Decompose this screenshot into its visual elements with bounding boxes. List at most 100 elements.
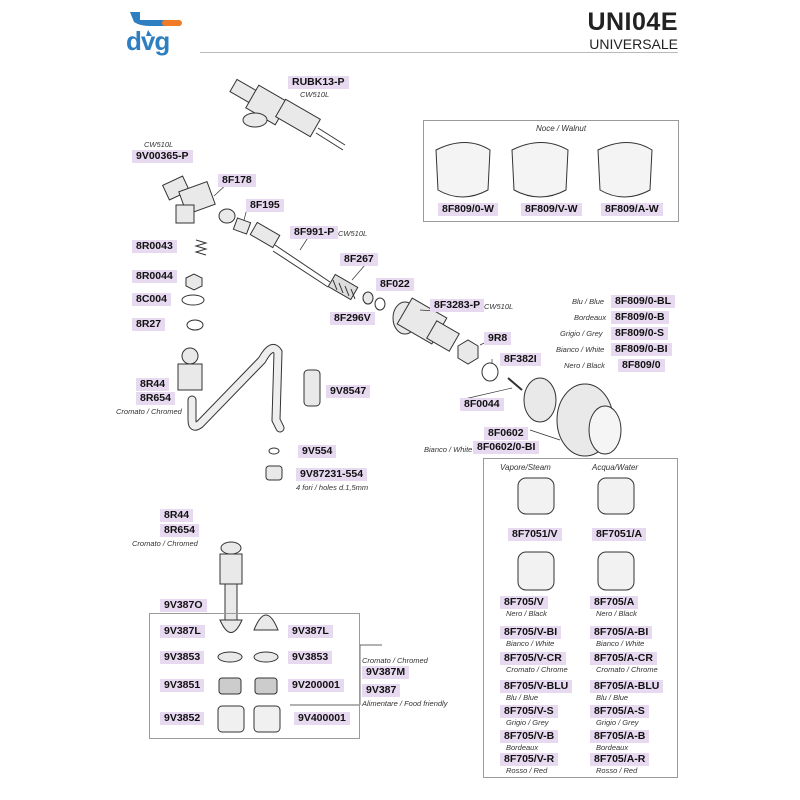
- model-subtitle: UNIVERSALE: [589, 36, 678, 52]
- knob-color-label: Nero / Black: [564, 361, 605, 370]
- part-caption: Cromato / Chromed: [362, 656, 428, 665]
- ring-8r27-drawing: [186, 319, 204, 331]
- part-code: 8F705/A-CR: [590, 652, 657, 665]
- brand-logo: dvg: [126, 26, 170, 56]
- dvg-logo-icon: [130, 12, 182, 36]
- part-code: 8F705/V-BLU: [500, 680, 573, 693]
- cap-color-label: Cromato / Chrome: [596, 665, 658, 674]
- disk-8f0602-drawing: [523, 377, 557, 423]
- part-code: RUBK13-P: [288, 76, 349, 89]
- filter-9v3851-drawing: [218, 677, 278, 695]
- nozzle-kit-box: [149, 613, 360, 739]
- washer-8f178-drawing: [218, 208, 236, 224]
- cap-color-label: Blu / Blue: [596, 693, 629, 702]
- ball-joint-drawing: [177, 347, 203, 391]
- cap-color-label: Bianco / White: [596, 639, 645, 648]
- cap-color-label: Cromato / Chrome: [506, 665, 568, 674]
- part-caption: Alimentare / Food friendly: [362, 699, 448, 708]
- part-code: 8F705/A-BLU: [590, 680, 664, 693]
- part-code: 9V387L: [288, 625, 333, 638]
- part-code: 8F705/V: [500, 596, 548, 609]
- part-code: 8F809/V-W: [521, 203, 582, 216]
- part-code: 8F0602/0-BI: [473, 441, 540, 454]
- part-code: 9V8547: [326, 385, 371, 398]
- part-caption: Cromato / Chromed: [116, 407, 182, 416]
- cap-color-label: Grigio / Grey: [596, 718, 639, 727]
- model-title: UNI04E: [587, 8, 678, 36]
- part-code: 8F7051/A: [592, 528, 647, 541]
- caps-box: [483, 458, 678, 778]
- part-code: 8F705/V-B: [500, 730, 559, 743]
- part-code: 8F0044: [460, 398, 504, 411]
- part-code: 8F809/0-S: [611, 327, 669, 340]
- walnut-knobs-box: [423, 120, 679, 222]
- part-code: 8F3283-P: [430, 299, 485, 312]
- part-code: 8F7051/V: [508, 528, 562, 541]
- ring-9v554-drawing: [268, 447, 280, 455]
- part-code: 9V200001: [288, 679, 344, 692]
- spring-8f267-drawing: [327, 273, 359, 301]
- part-code: 8F705/A-S: [590, 705, 649, 718]
- sleeve-9v3852-drawing: [217, 705, 281, 733]
- part-code: 8R44: [136, 378, 170, 391]
- tip-assembly-drawing: [219, 541, 243, 633]
- part-code: 8F809/0: [618, 359, 665, 372]
- part-code: 8F382I: [500, 353, 541, 366]
- part-code: 8C004: [132, 293, 171, 306]
- spring-8r0043-drawing: [194, 239, 208, 256]
- caps-drawing: [517, 477, 635, 591]
- part-caption: CW510L: [484, 302, 514, 311]
- part-code: 9V00365-P: [132, 150, 193, 163]
- part-code: 8F705/V-S: [500, 705, 558, 718]
- part-code: 8F705/V-BI: [500, 626, 562, 639]
- part-code: 8F022: [376, 278, 414, 291]
- part-code: 8F705/V-CR: [500, 652, 566, 665]
- header-divider: [200, 52, 678, 53]
- part-code: 8R0043: [132, 240, 177, 253]
- pin-8f0044-drawing: [507, 377, 523, 391]
- cap-color-label: Rosso / Red: [596, 766, 638, 775]
- knob-color-label: Bianco / White: [556, 345, 605, 354]
- part-code: 9V554: [298, 445, 337, 458]
- part-code: 8F705/A-B: [590, 730, 650, 743]
- cap-color-label: Blu / Blue: [506, 693, 539, 702]
- knob-color-label: Bordeaux: [574, 313, 607, 322]
- part-code: 9V387O: [160, 599, 207, 612]
- part-code: 8F809/0-BI: [611, 343, 672, 356]
- ring-9v3853-drawing: [217, 651, 279, 663]
- nozzle-9v387l-drawing: [253, 614, 279, 631]
- part-code: 8R0044: [132, 270, 177, 283]
- cap-color-label: Nero / Black: [506, 609, 547, 618]
- part-caption: CW510L: [338, 229, 368, 238]
- washer-8f382i-drawing: [481, 362, 499, 382]
- part-code: 8F809/0-BL: [611, 295, 676, 308]
- part-caption: 4 fori / holes d.1,5mm: [296, 483, 369, 492]
- bushing-8f195-drawing: [232, 217, 252, 235]
- part-caption: CW510L: [144, 140, 174, 149]
- part-code: 8R654: [136, 392, 175, 405]
- filter-9v8547-drawing: [303, 369, 321, 407]
- knob-color-label: Grigio / Grey: [560, 329, 603, 338]
- part-code: 9V3853: [288, 651, 333, 664]
- part-caption: CW510L: [300, 90, 330, 99]
- elbow-fitting-drawing: [161, 175, 216, 224]
- oring-8f022-drawing: [362, 291, 374, 305]
- part-code: 8F705/A: [590, 596, 639, 609]
- ring-8f296v-drawing: [374, 297, 386, 311]
- cap-color-label: Bordeaux: [596, 743, 629, 752]
- tip-9v87231-drawing: [265, 465, 283, 481]
- cap-color-label: Grigio / Grey: [506, 718, 549, 727]
- part-code: 8F267: [340, 253, 378, 266]
- part-code: 8F705/A-R: [590, 753, 650, 766]
- part-code: 9V3853: [160, 651, 205, 664]
- part-code: 8F809/0-W: [438, 203, 498, 216]
- walnut-knobs-drawing: [435, 142, 653, 198]
- cap-color-label: Bianco / White: [506, 639, 555, 648]
- cap-color-label: Bordeaux: [506, 743, 539, 752]
- part-caption: Cromato / Chromed: [132, 539, 198, 548]
- walnut-box-title: Noce / Walnut: [536, 124, 587, 133]
- part-code: 9V87231-554: [296, 468, 368, 481]
- part-code: 8R44: [160, 509, 194, 522]
- part-code: 8R27: [132, 318, 166, 331]
